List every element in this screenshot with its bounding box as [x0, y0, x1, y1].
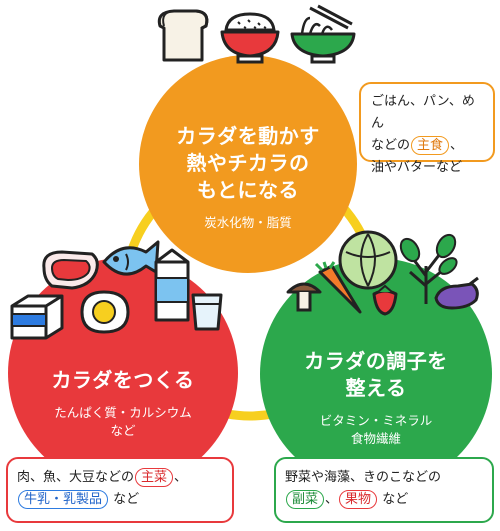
energy-foods-line1: ごはん、パン、めん	[371, 94, 475, 131]
condition-foods-line2-post: など	[382, 492, 409, 507]
energy-foods-card: ごはん、パン、めん などの主食、 油やバターなど	[359, 82, 495, 175]
body-building-foods-line1-post: 、	[174, 470, 188, 485]
side-dish-tag: 副菜	[286, 490, 325, 509]
body-building-title: カラダをつくる	[51, 367, 195, 392]
energy-foods-line2-pre: などの	[371, 138, 411, 153]
carrot-icon	[314, 261, 362, 314]
spinach-icon	[399, 233, 458, 304]
condition-foods-card: 野菜や海藻、きのこなどの 副菜、果物 など	[274, 457, 494, 523]
body-building-foods-line2-post: など	[113, 492, 140, 507]
main-dish-tag: 主菜	[135, 468, 174, 487]
energy-foods-line2-post: 、	[450, 138, 464, 153]
bread-icon	[157, 9, 209, 62]
mushroom-icon	[286, 282, 322, 312]
body-building-foods-line2: 牛乳・乳製品 など	[17, 489, 226, 511]
body-building-foods-line1-pre: 肉、魚、大豆などの	[17, 470, 135, 485]
body-building-foods-card: 肉、魚、大豆などの主菜、 牛乳・乳製品 など	[6, 457, 234, 523]
body-building-foods-line1: 肉、魚、大豆などの主菜、	[17, 467, 226, 489]
noodle-bowl-icon	[290, 4, 356, 64]
rice-bowl-icon	[220, 12, 280, 64]
tofu-icon	[10, 294, 64, 340]
milk-glass-icon	[191, 293, 223, 331]
body-building-nutrients: たんぱく質・カルシウム など	[54, 404, 192, 438]
energy-nutrients: 炭水化物・脂質	[204, 214, 292, 230]
dairy-tag: 牛乳・乳製品	[18, 490, 109, 509]
cabbage-icon	[338, 230, 398, 290]
fruit-tag: 果物	[339, 490, 378, 509]
condition-foods-sep: 、	[325, 492, 339, 507]
energy-foods-line3: 油やバターなど	[371, 160, 463, 175]
energy-title: カラダを動かす 熱やチカラの もとになる	[176, 123, 320, 202]
energy-group-circle: カラダを動かす 熱やチカラの もとになる 炭水化物・脂質	[139, 55, 357, 273]
milk-carton-icon	[154, 248, 190, 322]
condition-foods-line1: 野菜や海藻、きのこなどの	[285, 470, 442, 485]
condition-title: カラダの調子を 整える	[304, 349, 448, 400]
condition-foods-line2: 副菜、果物 など	[285, 489, 486, 511]
condition-nutrients: ビタミン・ミネラル 食物繊維	[319, 413, 433, 446]
egg-icon	[80, 290, 130, 334]
fish-icon	[102, 240, 160, 276]
staple-food-tag: 主食	[411, 136, 450, 155]
eggplant-icon	[434, 276, 479, 310]
energy-foods-line2: などの主食、	[371, 135, 487, 157]
strawberry-icon	[372, 284, 398, 316]
meat-icon	[42, 250, 99, 290]
